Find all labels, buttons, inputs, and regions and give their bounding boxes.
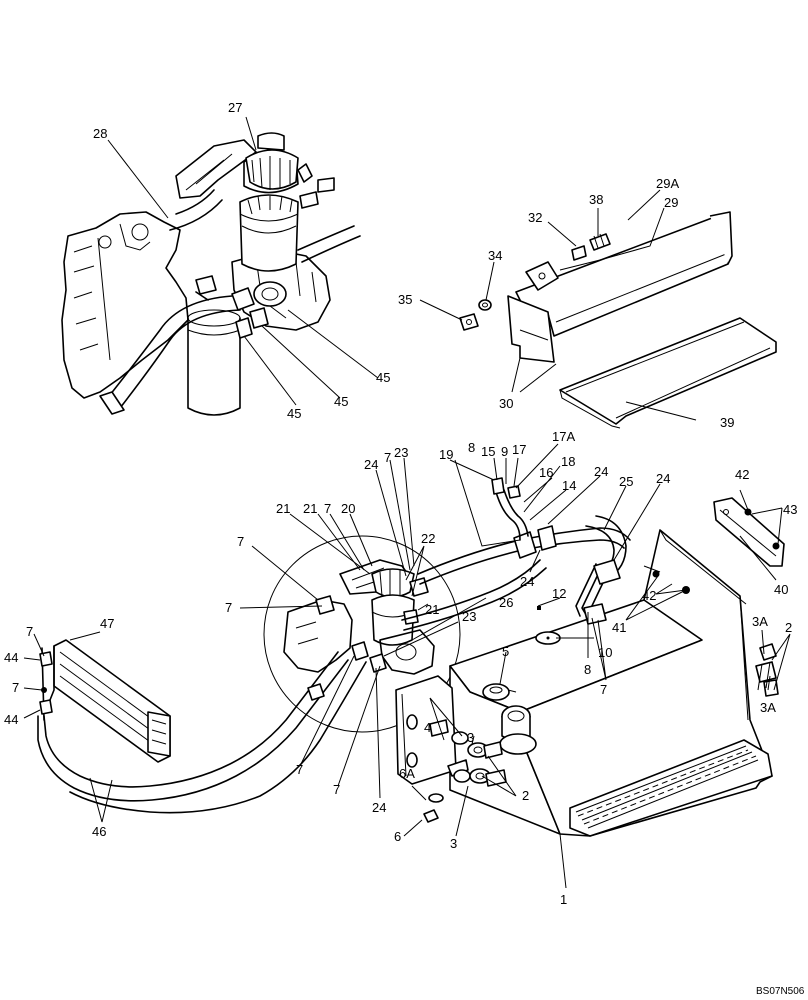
callout-1: 1 <box>560 892 567 907</box>
callout-8b: 8 <box>584 662 591 677</box>
callout-14: 14 <box>562 478 576 493</box>
callout-19: 19 <box>439 447 453 462</box>
callout-24a: 24 <box>364 457 378 472</box>
callout-27: 27 <box>228 100 242 115</box>
callout-3b: 3 <box>450 836 457 851</box>
callout-21a: 21 <box>276 501 290 516</box>
callout-4: 4 <box>424 720 431 735</box>
callout-45c: 45 <box>287 406 301 421</box>
callout-30: 30 <box>499 396 513 411</box>
callout-45a: 45 <box>376 370 390 385</box>
callout-24b: 24 <box>594 464 608 479</box>
side-shield-assembly <box>459 211 777 429</box>
callout-47: 47 <box>100 616 114 631</box>
callout-2b: 2 <box>522 788 529 803</box>
callout-7c: 7 <box>237 534 244 549</box>
callout-21b: 21 <box>303 501 317 516</box>
callout-35: 35 <box>398 292 412 307</box>
callout-23b: 23 <box>462 609 476 624</box>
callout-41: 41 <box>612 620 626 635</box>
callout-7h: 7 <box>296 762 303 777</box>
callout-21c: 21 <box>425 602 439 617</box>
callout-43: 43 <box>783 502 797 517</box>
callout-39: 39 <box>720 415 734 430</box>
engine-assembly-top <box>61 132 361 416</box>
callout-20: 20 <box>341 501 355 516</box>
callout-46: 46 <box>92 824 106 839</box>
callout-32: 32 <box>528 210 542 225</box>
callout-17: 17 <box>512 442 526 457</box>
callout-44b: 44 <box>4 712 18 727</box>
callout-24d: 24 <box>520 574 534 589</box>
callout-17A: 17A <box>552 429 575 444</box>
fuel-tank <box>395 529 773 837</box>
callout-40: 40 <box>774 582 788 597</box>
callout-7a: 7 <box>384 450 391 465</box>
callout-8a: 8 <box>468 440 475 455</box>
callout-labels: 27 28 29A 29 32 38 34 35 30 39 45 45 45 … <box>4 100 805 997</box>
callout-7d: 7 <box>225 600 232 615</box>
callout-7e: 7 <box>26 624 33 639</box>
callout-29A: 29A <box>656 176 679 191</box>
callout-2a: 2 <box>785 620 792 635</box>
callout-42b: 42 <box>642 588 656 603</box>
callout-12: 12 <box>552 586 566 601</box>
callout-29: 29 <box>664 195 678 210</box>
callout-38: 38 <box>589 192 603 207</box>
callout-10: 10 <box>598 645 612 660</box>
callout-18: 18 <box>561 454 575 469</box>
callout-28: 28 <box>93 126 107 141</box>
tank-side-fittings <box>537 497 785 697</box>
callout-44a: 44 <box>4 650 18 665</box>
callout-42a: 42 <box>735 467 749 482</box>
callout-23a: 23 <box>394 445 408 460</box>
drawing-code: BS07N506 <box>756 986 805 997</box>
callout-26: 26 <box>499 595 513 610</box>
callout-16: 16 <box>539 465 553 480</box>
callout-3Aa: 3A <box>752 614 768 629</box>
callout-3a: 3 <box>467 730 474 745</box>
leader-lines <box>23 116 791 889</box>
callout-6A: 6A <box>399 766 415 781</box>
callout-9: 9 <box>501 444 508 459</box>
callout-25: 25 <box>619 474 633 489</box>
callout-7f: 7 <box>12 680 19 695</box>
callout-7i: 7 <box>333 782 340 797</box>
callout-45b: 45 <box>334 394 348 409</box>
callout-24e: 24 <box>372 800 386 815</box>
callout-15: 15 <box>481 444 495 459</box>
callout-24c: 24 <box>656 471 670 486</box>
callout-34: 34 <box>488 248 502 263</box>
callout-7b: 7 <box>324 501 331 516</box>
callout-5: 5 <box>502 644 509 659</box>
engine-detail-circle <box>263 535 461 733</box>
callout-7g: 7 <box>600 682 607 697</box>
callout-3Ab: 3A <box>760 700 776 715</box>
callout-22: 22 <box>421 531 435 546</box>
callout-6: 6 <box>394 829 401 844</box>
fuel-cooler <box>39 639 171 763</box>
